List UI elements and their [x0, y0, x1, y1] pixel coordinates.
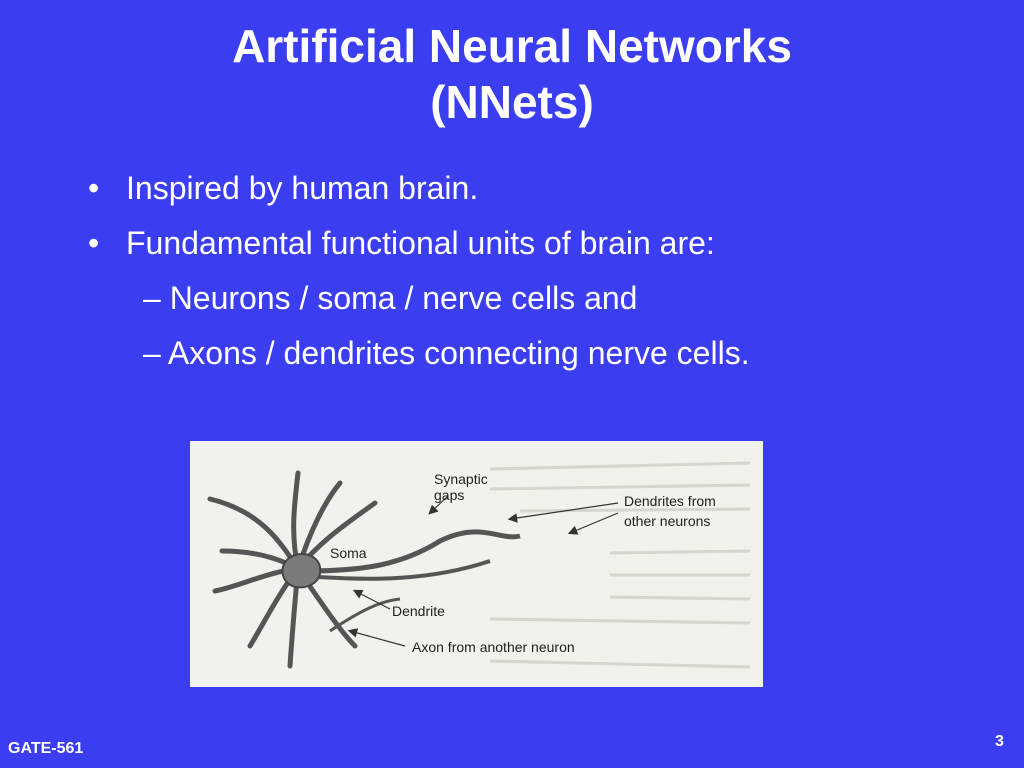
label-axon: Axon from another neuron	[412, 639, 575, 655]
soma-body	[281, 552, 322, 589]
slide-title: Artificial Neural Networks (NNets)	[0, 18, 1024, 130]
incoming-axon	[329, 597, 401, 633]
leader-lines	[347, 495, 619, 647]
footer-course-code: GATE-561	[8, 740, 84, 757]
label-dendrites-from: Dendrites from	[624, 493, 716, 509]
neuron-diagram: Synaptic gaps Dendrites from other neuro…	[190, 441, 763, 687]
bullet-dot: •	[88, 170, 100, 206]
bullet-text: Fundamental functional units of brain ar…	[126, 225, 715, 261]
background-text-lines	[489, 461, 751, 669]
label-other-neurons: other neurons	[624, 513, 711, 529]
page-number: 3	[995, 733, 1004, 750]
title-line-2: (NNets)	[430, 76, 594, 128]
label-dendrite: Dendrite	[392, 603, 445, 619]
sub-bullet-item: – Neurons / soma / nerve cells and	[143, 280, 638, 316]
neuron-drawing	[207, 461, 751, 669]
sub-bullet-item: – Axons / dendrites connecting nerve cel…	[143, 335, 750, 371]
axon	[304, 529, 521, 574]
axon-branch	[304, 559, 491, 581]
label-synaptic: Synaptic	[434, 471, 488, 487]
title-line-1: Artificial Neural Networks	[232, 20, 792, 72]
label-soma: Soma	[330, 545, 367, 561]
label-gaps: gaps	[434, 487, 465, 503]
bullet-dot: •	[88, 225, 100, 261]
bullet-text: Inspired by human brain.	[126, 170, 479, 206]
